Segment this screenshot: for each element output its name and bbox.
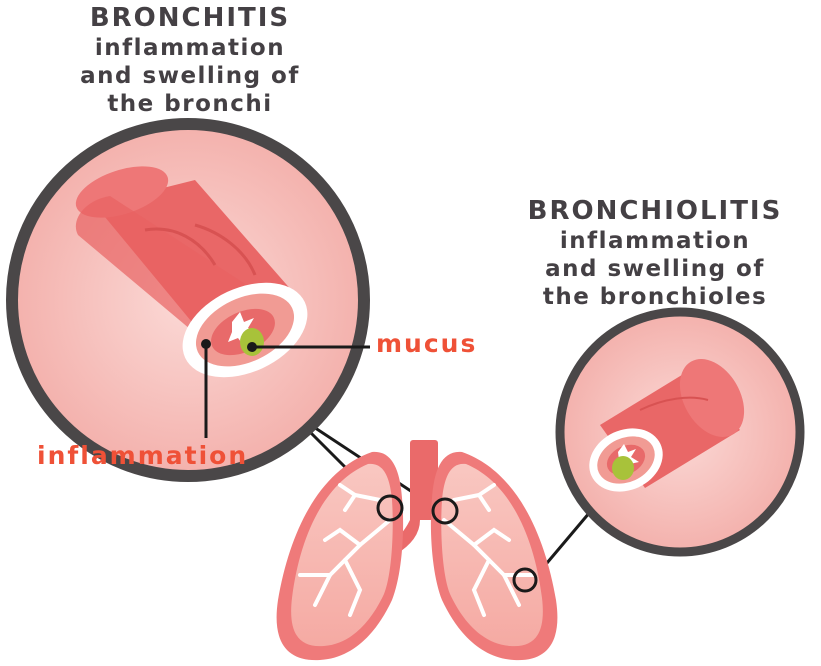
lungs (277, 440, 558, 660)
bronchiolitis-magnifier (560, 312, 800, 552)
bronchiole-mucus (612, 456, 634, 480)
bronchitis-magnifier (12, 124, 370, 476)
inflammation-label: inflammation (37, 441, 248, 470)
mucus-label: mucus (376, 329, 477, 358)
